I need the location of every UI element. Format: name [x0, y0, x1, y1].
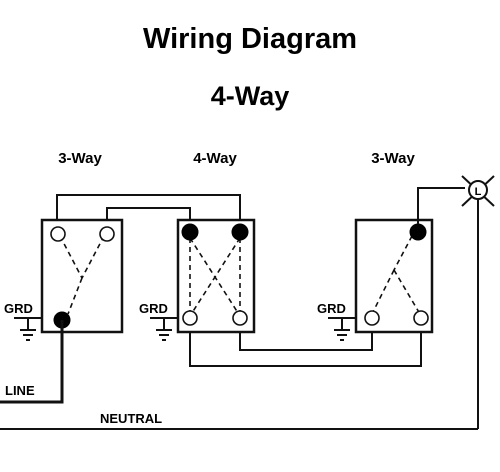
ground-right: GRD — [317, 301, 356, 341]
right-switch-label: 3-Way — [371, 150, 415, 167]
right-switch-common-terminal — [409, 223, 427, 241]
middle-switch-terminal-top-left — [181, 223, 199, 241]
ground-label-right: GRD — [317, 301, 346, 316]
right-switch-terminal-1 — [364, 310, 380, 326]
ground-label-middle: GRD — [139, 301, 168, 316]
middle-switch-label: 4-Way — [193, 150, 237, 167]
traveler-wire-inner-bottom — [239, 318, 373, 351]
diagram-subtitle: 4-Way — [211, 81, 290, 111]
ground-label-left: GRD — [4, 301, 33, 316]
lamp-label: L — [475, 186, 482, 198]
left-switch-terminal-2 — [99, 226, 115, 242]
middle-switch-terminal-bottom-left — [182, 310, 198, 326]
diagram-title: Wiring Diagram — [143, 23, 357, 55]
neutral-label: NEUTRAL — [100, 411, 162, 426]
left-switch-terminal-1 — [50, 226, 66, 242]
ground-left: GRD — [4, 301, 42, 341]
traveler-wire-outer-bottom — [189, 318, 422, 367]
ground-middle: GRD — [139, 301, 178, 341]
right-3way-switch — [354, 218, 434, 334]
left-switch-contact-path — [59, 235, 105, 315]
line-label: LINE — [5, 383, 35, 398]
left-switch-label: 3-Way — [58, 150, 102, 167]
middle-switch-terminal-top-right — [231, 223, 249, 241]
line-wire — [0, 320, 64, 404]
switch-leg-to-lamp — [417, 187, 465, 224]
left-3way-switch — [40, 218, 124, 334]
right-switch-contact-path — [371, 235, 421, 315]
middle-4way-switch — [176, 218, 256, 334]
traveler-wire-outer-top — [56, 194, 241, 232]
middle-switch-contact-path — [189, 237, 241, 317]
middle-switch-terminal-bottom-right — [232, 310, 248, 326]
right-switch-terminal-2 — [413, 310, 429, 326]
lamp-icon: L — [461, 175, 495, 207]
